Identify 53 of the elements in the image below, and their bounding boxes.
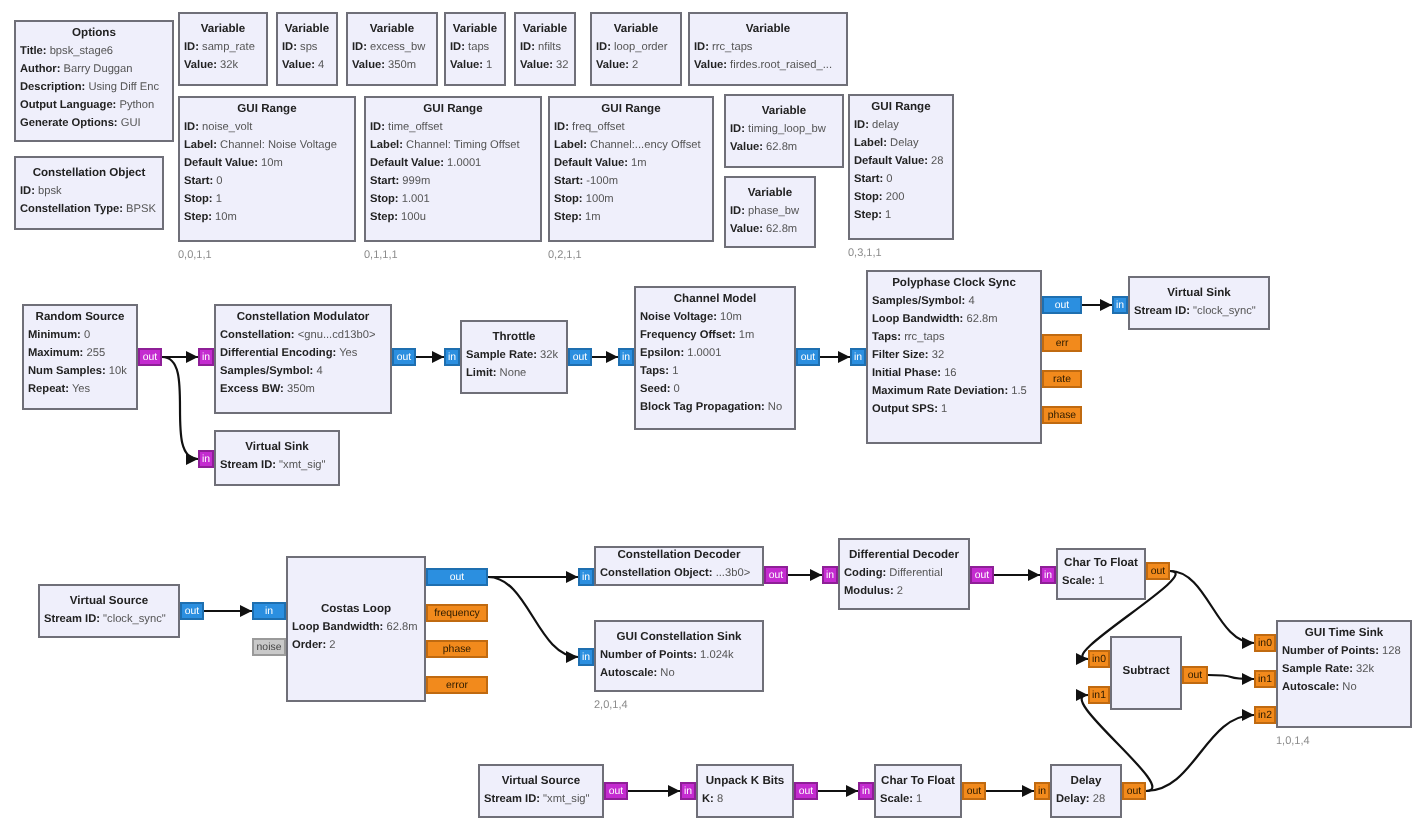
block-box [444, 12, 506, 86]
connector-arrow [204, 605, 252, 617]
connector-arrow [628, 785, 680, 797]
block-box [874, 764, 962, 818]
block-box [594, 546, 764, 586]
block-box [14, 20, 174, 142]
block-box [276, 12, 338, 86]
connector-arrow [1074, 693, 1153, 793]
block-box [22, 304, 138, 410]
connector-arrow [986, 785, 1034, 797]
connector-arrow [416, 351, 444, 363]
block-box [478, 764, 604, 818]
connector-arrow [161, 355, 199, 462]
connector-arrow [820, 351, 850, 363]
connector-arrow [592, 351, 618, 363]
connector-arrow [1169, 569, 1255, 648]
connector-arrow [994, 569, 1040, 581]
block-box [178, 12, 268, 86]
connector-arrow [488, 571, 578, 583]
block-box [214, 430, 340, 486]
block-box [14, 156, 164, 230]
block-box [634, 286, 796, 430]
block-box [838, 538, 970, 610]
block-box [1110, 636, 1182, 710]
block-box [866, 270, 1042, 444]
block-box [38, 584, 180, 638]
connector-arrow [487, 575, 579, 661]
connector-arrow [1145, 710, 1255, 793]
block-box [594, 620, 764, 692]
block-box [346, 12, 438, 86]
connector-arrow [1208, 672, 1254, 685]
block-box [214, 304, 392, 414]
block-box [724, 94, 844, 168]
block-box [514, 12, 576, 86]
block-box [364, 96, 542, 242]
block-box [848, 94, 954, 240]
block-box [548, 96, 714, 242]
block-box [696, 764, 794, 818]
connector-arrow [162, 351, 198, 363]
connector-arrow [1082, 299, 1112, 311]
block-box [286, 556, 426, 702]
block-box [724, 176, 816, 248]
block-box [178, 96, 356, 242]
block-box [1128, 276, 1270, 330]
connector-arrow [788, 569, 822, 581]
block-box [590, 12, 682, 86]
connector-arrow [818, 785, 858, 797]
block-box [688, 12, 848, 86]
block-box [1276, 620, 1412, 728]
block-box [1056, 548, 1146, 600]
block-box [1050, 764, 1122, 818]
block-box [460, 320, 568, 394]
connector-arrow [1074, 569, 1177, 662]
